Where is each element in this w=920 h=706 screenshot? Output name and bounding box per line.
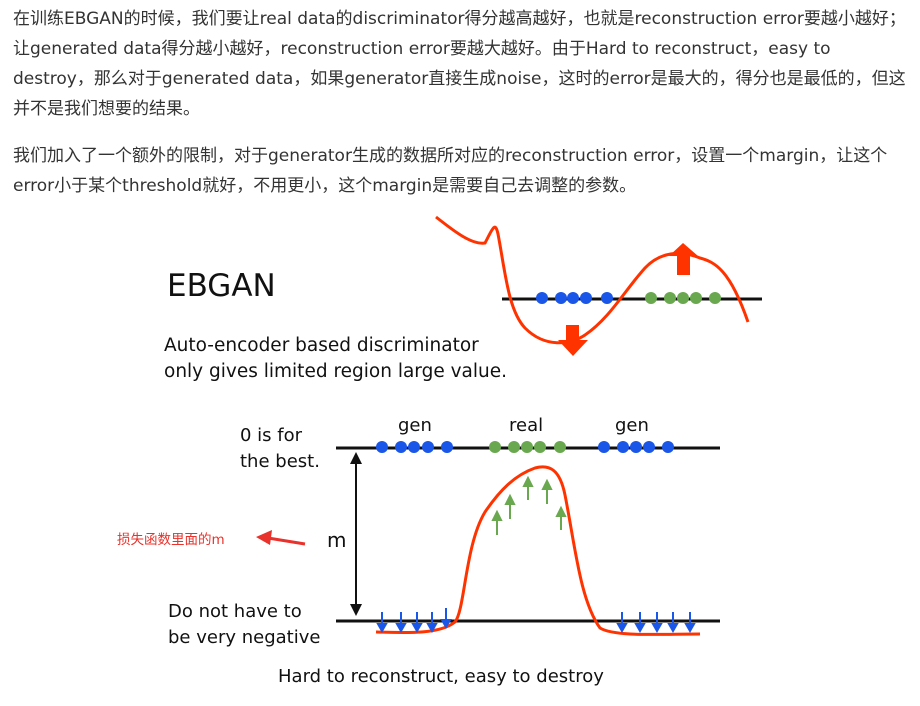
real-dot: [709, 292, 721, 304]
blue-down-arrows-right: [616, 612, 696, 634]
annotation-arrow-head: [256, 530, 272, 545]
real-dot: [554, 441, 566, 453]
real-dot: [508, 441, 520, 453]
gen-dot: [630, 441, 642, 453]
gen-dot: [598, 441, 610, 453]
bottom-curve: [375, 465, 701, 636]
real-dot: [664, 292, 676, 304]
paragraph-2: 我们加入了一个额外的限制，对于generator生成的数据所对应的reconst…: [13, 146, 888, 196]
figure-subtitle-line2: only gives limited region large value.: [164, 361, 507, 382]
gen-dot: [441, 441, 453, 453]
figure-subtitle-line1: Auto-encoder based discriminator: [164, 335, 479, 356]
top-gen-dots: [536, 292, 613, 304]
figure-caption: Hard to reconstruct, easy to destroy: [278, 666, 604, 687]
label-real: real: [509, 415, 543, 436]
down-arrow-head: [376, 623, 388, 634]
label-gen-right: gen: [615, 415, 649, 436]
label-negative-line2: be very negative: [168, 627, 320, 648]
big-up-arrow: [669, 243, 698, 275]
down-arrow-head: [411, 623, 423, 634]
label-best-line2: the best.: [240, 451, 320, 472]
gen-dot: [567, 292, 579, 304]
gen-dot: [376, 441, 388, 453]
label-gen-left: gen: [398, 415, 432, 436]
real-dot: [645, 292, 657, 304]
annotation-m: 损失函数里面的m: [117, 532, 225, 548]
real-dot: [489, 441, 501, 453]
gen-dots-right: [598, 441, 674, 453]
label-m: m: [327, 528, 346, 552]
real-dot: [521, 441, 533, 453]
gen-dot: [601, 292, 613, 304]
up-arrow-head: [541, 478, 553, 490]
gen-dot: [662, 441, 674, 453]
green-up-arrows: [491, 475, 567, 535]
top-real-dots: [645, 292, 721, 304]
down-arrow-head: [651, 623, 663, 634]
real-dot: [677, 292, 689, 304]
down-arrow-head: [667, 623, 679, 634]
real-dot: [690, 292, 702, 304]
figure-title: EBGAN: [167, 268, 276, 304]
gen-dot: [395, 441, 407, 453]
annotation-arrow: [256, 530, 306, 546]
label-best-line1: 0 is for: [240, 425, 303, 446]
gen-dots-left: [376, 441, 453, 453]
gen-dot: [536, 292, 548, 304]
real-dot: [534, 441, 546, 453]
blue-down-arrows-left: [376, 608, 452, 634]
down-arrow-head: [440, 619, 452, 630]
gen-dot: [408, 441, 420, 453]
gen-dot: [422, 441, 434, 453]
paragraph-1: 在训练EBGAN的时候，我们要让real data的discriminator得…: [13, 9, 906, 119]
top-curve: [435, 215, 750, 345]
gen-dot: [617, 441, 629, 453]
down-arrow-head: [616, 623, 628, 634]
bottom-diagram: [336, 441, 720, 636]
margin-arrow-head-bottom: [350, 604, 362, 616]
big-down-arrow: [558, 325, 588, 356]
up-arrow-head: [491, 509, 503, 521]
gen-dot: [555, 292, 567, 304]
up-arrow-head: [555, 505, 567, 517]
gen-dot: [643, 441, 655, 453]
down-arrow-head: [684, 623, 696, 634]
top-diagram: [435, 215, 762, 356]
down-arrow-head: [634, 623, 646, 634]
up-arrow-head: [522, 475, 534, 487]
margin-arrow-head-top: [350, 452, 362, 464]
down-arrow-head: [395, 623, 407, 634]
label-negative-line1: Do not have to: [168, 601, 302, 622]
down-arrow-head: [426, 623, 438, 634]
gen-dot: [580, 292, 592, 304]
real-dots: [489, 441, 566, 453]
annotation-arrow-shaft: [267, 536, 306, 546]
up-arrow-head: [504, 493, 516, 505]
